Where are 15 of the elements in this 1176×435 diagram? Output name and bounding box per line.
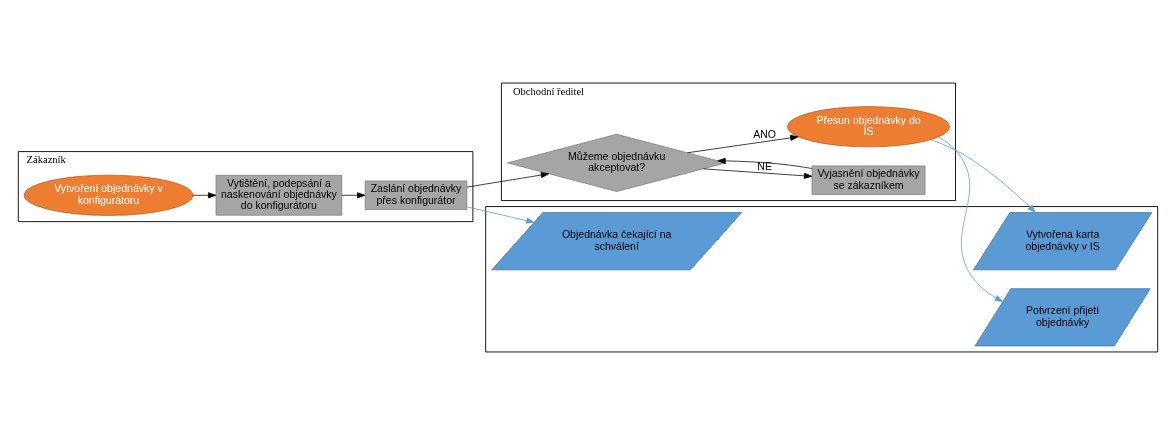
arrow [930,139,1036,213]
arrow [717,157,813,169]
arrow [341,192,366,199]
arrow [703,168,813,179]
arrow [687,134,799,154]
arrow [466,172,550,188]
arrow [937,136,1004,302]
node-box: Vyjasnění objednávky se zákazníkem [811,165,926,195]
node-ellipse: Vytvoření objednávky v konfigurátoru [23,174,194,216]
node-box: Zaslání objednávky přes konfigurátor [364,180,468,210]
arrow [466,206,535,224]
node-box: Vytištění, podepsání a naskenování objednávky do konfigurátoru [215,174,343,216]
edge-label: ANO [753,128,777,141]
arrow [192,192,217,199]
edge-label: NE [757,159,772,172]
